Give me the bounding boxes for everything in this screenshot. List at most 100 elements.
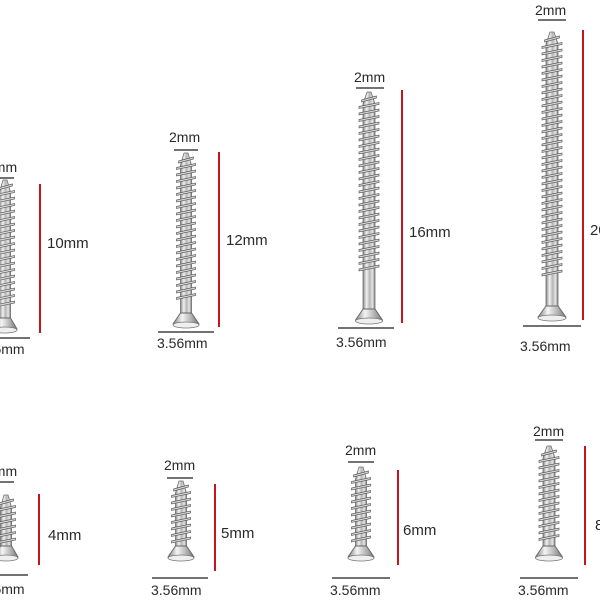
screw-thread bbox=[176, 195, 196, 203]
screw-thread bbox=[544, 35, 560, 43]
screw-thread bbox=[171, 504, 191, 511]
screw-thread bbox=[358, 115, 380, 122]
screw-thread bbox=[541, 172, 563, 179]
screw-thread bbox=[0, 255, 15, 261]
screw-thread bbox=[173, 484, 189, 492]
screw-thread bbox=[358, 160, 380, 168]
screw-thread bbox=[176, 182, 196, 190]
screw-thread bbox=[358, 128, 380, 135]
screw-thread bbox=[541, 94, 563, 101]
screw-thread bbox=[541, 250, 563, 257]
length-label: 12mm bbox=[226, 232, 268, 249]
screw-thread bbox=[176, 215, 196, 222]
screw-thread bbox=[0, 268, 15, 274]
screw-thread bbox=[538, 514, 560, 522]
screw-thread bbox=[0, 248, 15, 255]
screw-thread bbox=[538, 488, 560, 496]
screw-group-5mm bbox=[167, 480, 195, 562]
screw-head-rim bbox=[0, 326, 18, 334]
screw-thread bbox=[176, 176, 196, 183]
screw-thread bbox=[171, 536, 191, 544]
screw-thread bbox=[358, 212, 380, 220]
screw-head-rim bbox=[537, 314, 567, 322]
screw-thread bbox=[541, 237, 563, 244]
screw-thread bbox=[538, 527, 560, 535]
head-width-label: 3.56mm bbox=[0, 581, 25, 597]
screw-thread bbox=[351, 503, 371, 510]
screw-thread bbox=[358, 180, 380, 187]
screw-thread bbox=[358, 147, 380, 155]
screw-group-20mm bbox=[537, 31, 567, 322]
screw-thread bbox=[351, 509, 371, 517]
screw-thread bbox=[171, 523, 191, 531]
screw-head-rim bbox=[167, 554, 195, 562]
tip-width-label: 2mm bbox=[535, 2, 566, 18]
screw-thread bbox=[171, 497, 191, 505]
screw-thread bbox=[351, 483, 371, 491]
screw-thread bbox=[541, 191, 563, 199]
screw-thread bbox=[176, 280, 196, 287]
screw-head-rim bbox=[355, 317, 383, 325]
screw-head-rim bbox=[0, 554, 19, 562]
length-label: 4mm bbox=[48, 527, 81, 544]
screw-thread bbox=[538, 462, 560, 470]
screw-thread bbox=[0, 300, 15, 307]
screw-thread bbox=[0, 511, 16, 518]
tip-width-label: 2mm bbox=[354, 69, 385, 85]
head-width-label: 3.56mm bbox=[520, 338, 571, 354]
screw-thread bbox=[541, 211, 563, 218]
screw-thread bbox=[0, 294, 15, 300]
screw-thread bbox=[358, 193, 380, 200]
screw-head-rim bbox=[347, 554, 375, 562]
screw-thread bbox=[538, 501, 560, 509]
screw-thread bbox=[358, 173, 380, 181]
screw-thread bbox=[541, 68, 563, 75]
screw-thread bbox=[358, 225, 380, 233]
screw-thread bbox=[358, 108, 380, 116]
screw-thread bbox=[176, 247, 196, 255]
screw-thread bbox=[0, 190, 15, 196]
screw-thread bbox=[0, 209, 15, 216]
screw-thread bbox=[541, 74, 563, 82]
screw-thread bbox=[541, 120, 563, 127]
length-label: 10mm bbox=[47, 235, 89, 252]
screw-thread bbox=[541, 165, 563, 173]
screw-thread bbox=[541, 48, 563, 56]
screw-thread bbox=[538, 534, 560, 541]
tip-width-label: 2mm bbox=[0, 463, 17, 479]
screw-thread bbox=[0, 196, 15, 203]
length-label: 8mm bbox=[595, 517, 600, 534]
screw-thread bbox=[351, 529, 371, 536]
screw-thread bbox=[351, 522, 371, 530]
tip-width-label: 2mm bbox=[169, 129, 200, 145]
screw-group-8mm bbox=[534, 445, 564, 562]
screw-thread bbox=[176, 169, 196, 177]
screw-thread bbox=[0, 287, 15, 294]
screw-thread bbox=[358, 134, 380, 142]
screw-thread bbox=[351, 490, 371, 497]
screw-thread bbox=[541, 100, 563, 108]
screw-thread bbox=[176, 163, 196, 170]
screw-thread bbox=[541, 185, 563, 192]
screw-thread bbox=[541, 198, 563, 205]
head-width-label: 3.56mm bbox=[330, 582, 381, 598]
screw-thread bbox=[358, 186, 380, 194]
tip-width-label: 2mm bbox=[164, 457, 195, 473]
head-width-label: 3.56mm bbox=[0, 341, 25, 357]
screw-thread bbox=[171, 517, 191, 524]
length-label: 6mm bbox=[403, 522, 436, 539]
screw-thread bbox=[541, 133, 563, 140]
screw-group-12mm bbox=[172, 152, 200, 329]
screw-thread bbox=[358, 245, 380, 252]
screw-head-rim bbox=[172, 321, 200, 329]
screw-group-4mm bbox=[0, 494, 19, 562]
screw-thread bbox=[358, 167, 380, 174]
screw-thread bbox=[358, 238, 380, 246]
screw-thread bbox=[0, 235, 15, 242]
screw-thread bbox=[541, 152, 563, 160]
screw-thread bbox=[538, 495, 560, 502]
screw-thread bbox=[0, 216, 15, 222]
screw-thread bbox=[0, 229, 15, 235]
length-label: 5mm bbox=[221, 525, 254, 542]
